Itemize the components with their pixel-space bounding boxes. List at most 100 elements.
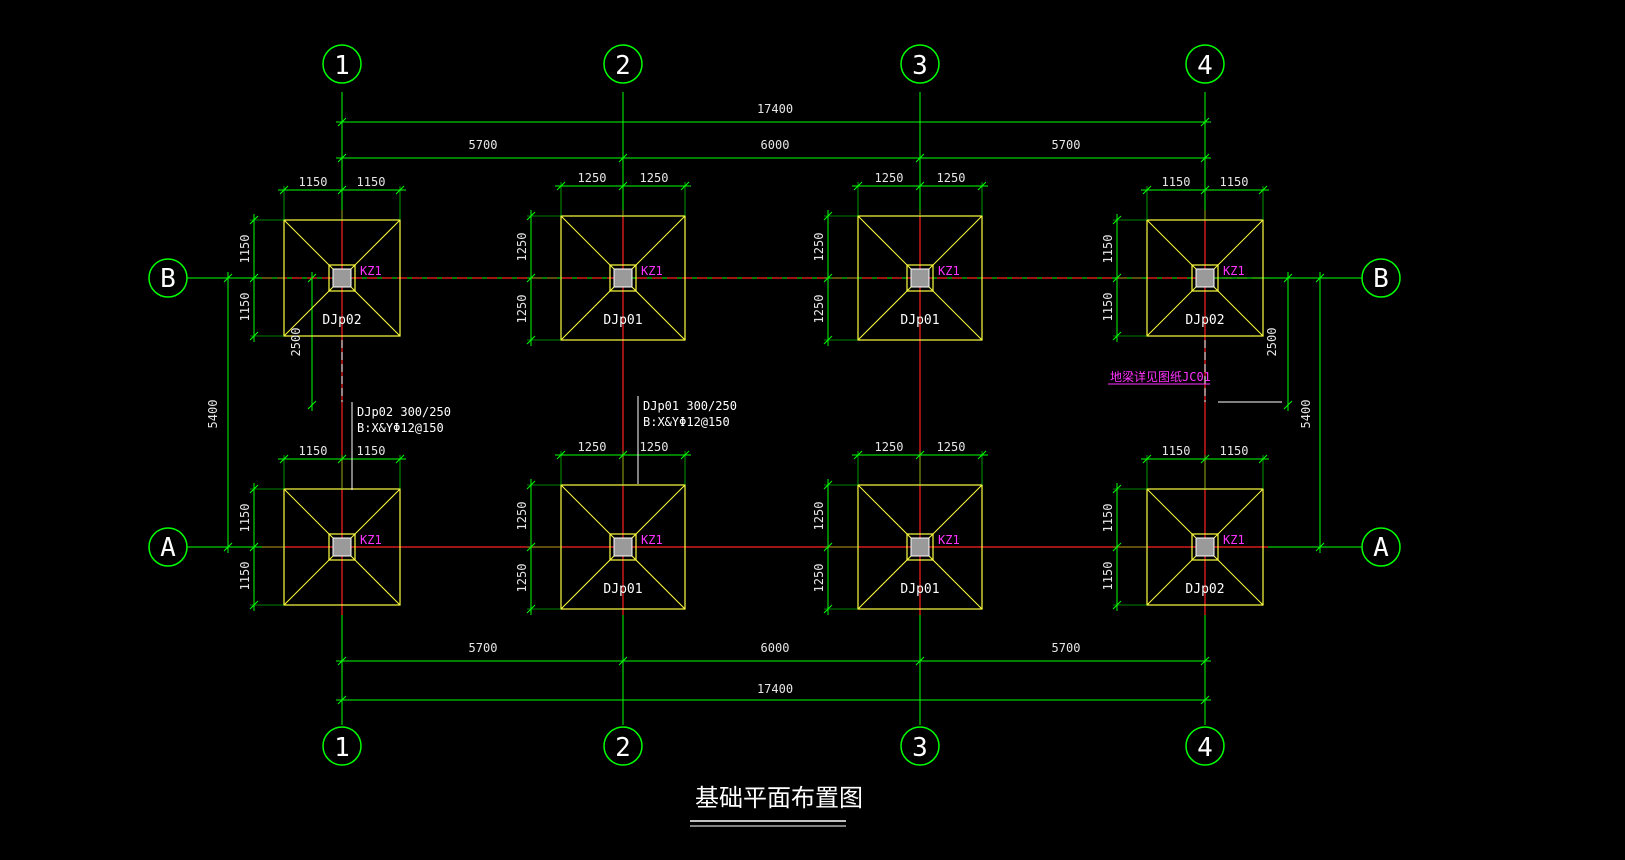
footing-dim-y-text: 1250 — [812, 233, 826, 262]
bay-dim-bottom-1: 5700 — [469, 641, 498, 655]
footing-dim-y-text: 1250 — [812, 295, 826, 324]
footing-dim-x-tick — [618, 450, 628, 460]
footing-dim-x-tick — [279, 185, 289, 195]
axis-bubble-4-bottom — [1185, 726, 1225, 766]
column-kz1 — [613, 268, 633, 288]
footing-dim-x-tick — [853, 450, 863, 460]
axis-label-B-right[interactable]: B — [1373, 264, 1389, 294]
footing-dim-y-text: 1150 — [1101, 562, 1115, 591]
axis-label-2-bottom[interactable]: 2 — [615, 733, 631, 763]
axis-label-A-left[interactable]: A — [160, 533, 176, 563]
footing-dim-x-tick — [1142, 454, 1152, 464]
bay-dim-bottom-3: 5700 — [1052, 641, 1081, 655]
axis-label-3-bottom[interactable]: 3 — [912, 733, 928, 763]
axis-label-1-bottom[interactable]: 1 — [334, 733, 350, 763]
bay-dim-top-2: 6000 — [761, 138, 790, 152]
footing-dim-y-tick — [1112, 600, 1122, 610]
footing-dim-y-tick — [249, 215, 259, 225]
tie-dim-left: 2500 — [289, 328, 303, 357]
footing-dim-x-tick — [395, 454, 405, 464]
column-pedestal — [906, 533, 934, 561]
footing-dim-x-tick — [915, 181, 925, 191]
dim-rows-left-tick-1 — [223, 542, 233, 552]
footing-dim-x-tick — [395, 185, 405, 195]
axis-label-1-top[interactable]: 1 — [334, 51, 350, 81]
axis-bubble-B-right — [1361, 258, 1401, 298]
dim-rows-right-tick-1 — [1315, 542, 1325, 552]
note-1-line-2: B:X&YΦ12@150 — [357, 421, 444, 435]
footing-dim-y-tick — [249, 600, 259, 610]
column-label: KZ1 — [938, 533, 960, 547]
bay-dim-top-1: 5700 — [469, 138, 498, 152]
footing-dim-y-tick — [1112, 331, 1122, 341]
footing-dim-x-text: 1250 — [640, 171, 669, 185]
bay-dim-bottom-2: 6000 — [761, 641, 790, 655]
footing-dim-y-tick — [1112, 273, 1122, 283]
column-kz1 — [1195, 537, 1215, 557]
drawing-title: 基础平面布置图 — [695, 784, 863, 812]
footing-dim-x-text: 1150 — [1162, 175, 1191, 189]
footing-dim-x-tick — [977, 181, 987, 191]
dimension-lines — [215, 117, 1330, 705]
footing-dim-y-tick — [823, 480, 833, 490]
column-label: KZ1 — [641, 533, 663, 547]
axis-label-3-top[interactable]: 3 — [912, 51, 928, 81]
footing-dim-x-text: 1250 — [578, 440, 607, 454]
axis-label-4-top[interactable]: 4 — [1197, 51, 1213, 81]
axis-bubble-1-bottom — [322, 726, 362, 766]
axis-bubble-2-bottom — [603, 726, 643, 766]
footing-dim-x-tick — [337, 185, 347, 195]
footing-dim-x-text: 1150 — [299, 444, 328, 458]
footing-dim-x-tick — [1142, 185, 1152, 195]
footing-dim-x-tick — [1258, 185, 1268, 195]
footing-dim-y-tick — [823, 542, 833, 552]
note-2-line-1: DJp01 300/250 — [643, 399, 737, 413]
column-pedestal — [906, 264, 934, 292]
bay-dim-top-3: 5700 — [1052, 138, 1081, 152]
column-kz1 — [613, 537, 633, 557]
dim-tie-left-tick-0 — [307, 273, 317, 283]
footing-dim-y-tick — [1112, 542, 1122, 552]
footing-dim-x-tick — [618, 181, 628, 191]
footing-dim-y-tick — [526, 480, 536, 490]
footing-dim-y-text: 1150 — [1101, 235, 1115, 264]
footing-dim-x-tick — [556, 450, 566, 460]
dim-overall-top-tick-1 — [1200, 117, 1210, 127]
footing-label: DJp01 — [603, 313, 642, 328]
footing-dim-y-tick — [249, 331, 259, 341]
footing-dim-x-tick — [680, 181, 690, 191]
column-label: KZ1 — [938, 264, 960, 278]
axis-label-2-top[interactable]: 2 — [615, 51, 631, 81]
axis-bubble-B-left — [148, 258, 188, 298]
footing-dim-y-text: 1150 — [238, 504, 252, 533]
footing-dim-x-text: 1150 — [357, 444, 386, 458]
overall-dim-bottom: 17400 — [757, 682, 793, 696]
dim-tie-right-tick-1 — [1283, 400, 1293, 410]
axis-label-A-right[interactable]: A — [1373, 533, 1389, 563]
column-pedestal — [609, 533, 637, 561]
axis-label-4-bottom[interactable]: 4 — [1197, 733, 1213, 763]
footing-dim-y-text: 1150 — [1101, 504, 1115, 533]
column-label: KZ1 — [360, 264, 382, 278]
footing-dim-x-tick — [279, 454, 289, 464]
column-kz1 — [1195, 268, 1215, 288]
footing-dim-y-tick — [526, 335, 536, 345]
dim-bays-top-tick-2 — [915, 153, 925, 163]
dim-bays-bottom-tick-2 — [915, 656, 925, 666]
footing-dim-y-tick — [249, 542, 259, 552]
footing-label: DJp01 — [900, 582, 939, 597]
axis-label-B-left[interactable]: B — [160, 264, 176, 294]
row-dim-left: 5400 — [206, 400, 220, 429]
footing-dim-x-tick — [853, 181, 863, 191]
axis-bubble-3-top — [900, 44, 940, 84]
footing-dim-y-text: 1250 — [515, 295, 529, 324]
footing-dim-x-text: 1250 — [937, 171, 966, 185]
